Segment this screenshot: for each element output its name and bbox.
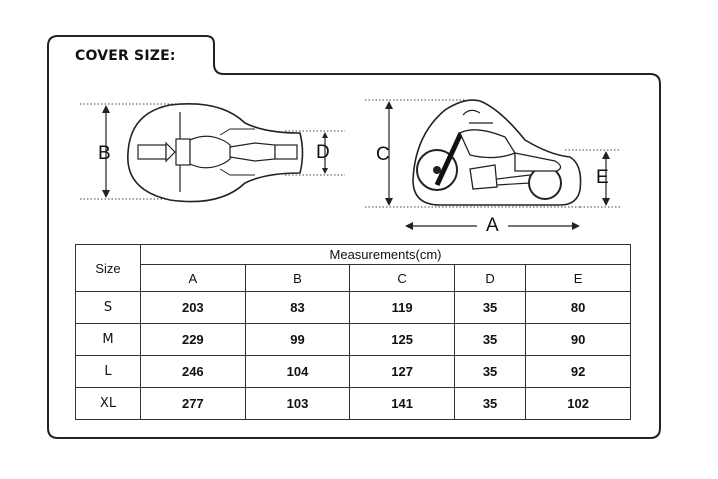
value-cell: 90 bbox=[525, 323, 631, 356]
value-cell: 246 bbox=[140, 355, 246, 388]
dimension-label-d: D bbox=[316, 142, 330, 163]
value-cell: 203 bbox=[140, 291, 246, 324]
table-row: S 203 83 119 35 80 bbox=[75, 291, 631, 324]
value-cell: 277 bbox=[140, 387, 246, 420]
table-row: XL 277 103 141 35 102 bbox=[75, 387, 631, 420]
value-cell: 127 bbox=[349, 355, 455, 388]
column-header: E bbox=[525, 264, 631, 292]
value-cell: 35 bbox=[453, 387, 527, 420]
column-header: A bbox=[140, 264, 246, 292]
value-cell: 104 bbox=[244, 355, 351, 388]
value-cell: 35 bbox=[453, 323, 527, 356]
value-cell: 119 bbox=[349, 291, 455, 324]
size-cell: S bbox=[75, 291, 141, 324]
side-view-diagram bbox=[365, 99, 620, 230]
value-cell: 83 bbox=[244, 291, 351, 324]
dimension-label-b: B bbox=[98, 143, 111, 164]
dimension-label-e: E bbox=[596, 167, 609, 188]
column-header: D bbox=[453, 264, 527, 292]
dimension-label-c: C bbox=[376, 144, 390, 165]
column-header: C bbox=[349, 264, 455, 292]
size-cell: XL bbox=[75, 387, 141, 420]
section-title: COVER SIZE: bbox=[75, 48, 176, 64]
size-header: Size bbox=[75, 244, 141, 292]
value-cell: 125 bbox=[349, 323, 455, 356]
value-cell: 35 bbox=[453, 355, 527, 388]
value-cell: 102 bbox=[525, 387, 631, 420]
value-cell: 141 bbox=[349, 387, 455, 420]
size-table: Size Measurements(cm) A B C D E S 203 83… bbox=[75, 244, 631, 420]
dimension-label-a: A bbox=[486, 215, 499, 236]
column-header: B bbox=[244, 264, 351, 292]
table-row: L 246 104 127 35 92 bbox=[75, 355, 631, 388]
value-cell: 229 bbox=[140, 323, 246, 356]
value-cell: 35 bbox=[453, 291, 527, 324]
size-cell: L bbox=[75, 355, 141, 388]
top-view-diagram bbox=[80, 103, 345, 203]
measurements-header: Measurements(cm) bbox=[140, 244, 631, 265]
value-cell: 103 bbox=[244, 387, 351, 420]
value-cell: 80 bbox=[525, 291, 631, 324]
table-row: M 229 99 125 35 90 bbox=[75, 323, 631, 356]
value-cell: 92 bbox=[525, 355, 631, 388]
value-cell: 99 bbox=[244, 323, 351, 356]
size-cell: M bbox=[75, 323, 141, 356]
